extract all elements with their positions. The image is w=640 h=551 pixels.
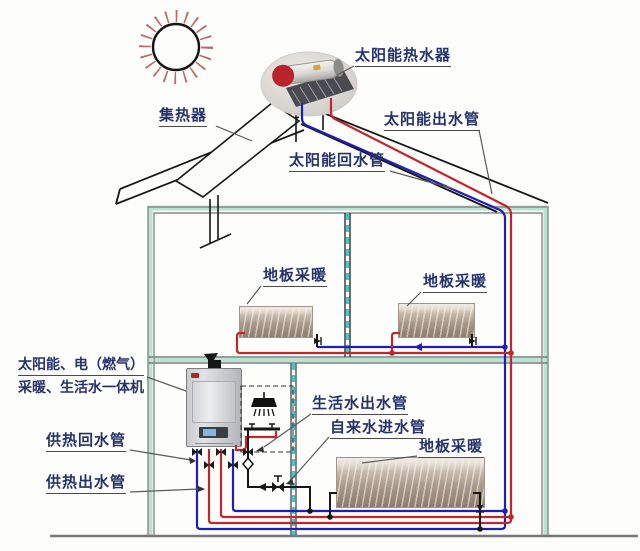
- label-heating-outlet-pipe: 供热出水管: [46, 474, 127, 494]
- junction-dots: [307, 344, 514, 532]
- solar-water-heater: [260, 51, 358, 142]
- solar-collector-panel: [174, 102, 301, 249]
- valve-icon-row1: [192, 448, 253, 456]
- storage-tank: [272, 59, 344, 87]
- leader-lines: [129, 65, 493, 493]
- mixer-knobs: [249, 423, 275, 429]
- label-solar-water-heater: 太阳能热水器: [355, 47, 452, 67]
- pipe-solar-outlet-main: [207, 98, 513, 525]
- diamond-valve-icon: [242, 456, 254, 472]
- shower-spray: [253, 408, 275, 417]
- label-combi-unit: 太阳能、电（燃气） 采暖、生活水一体机: [18, 356, 144, 396]
- pipe-midright-red-drop: [390, 331, 400, 353]
- label-domestic-hot-water-outlet: 生活水出水管: [312, 395, 409, 415]
- floor-heating-photo-mid-right: [398, 303, 475, 338]
- label-solar-outlet-pipe: 太阳能出水管: [384, 111, 481, 131]
- leader-arrows: [189, 446, 294, 492]
- boiler-vent: [195, 443, 233, 444]
- stub-ground-right: [473, 492, 481, 529]
- boiler-display: [199, 427, 228, 438]
- flow-arrow-blue: [414, 343, 422, 351]
- valves: [192, 337, 484, 513]
- pipe-solar-return-main: [195, 103, 507, 531]
- label-tap-water-inlet: 自来水进水管: [330, 419, 427, 439]
- label-solar-return-pipe: 太阳能回水管: [289, 152, 386, 172]
- label-heating-return-pipe: 供热回水管: [46, 432, 127, 452]
- label-combi-unit-line2: 采暖、生活水一体机: [18, 379, 144, 395]
- pipe-dhw-to-shower: [234, 431, 278, 452]
- valve-icon-row2: [204, 461, 238, 469]
- gate-valve-icon: [258, 475, 284, 492]
- pipe-heating-return-run: [219, 449, 511, 519]
- combi-boiler-unit: [186, 368, 242, 447]
- shower-enclosure: [240, 385, 294, 453]
- sun-icon: [139, 10, 213, 84]
- tap-flow-arrow: [258, 483, 266, 491]
- hot-supply-pipes: [207, 98, 513, 525]
- boiler-logo: [191, 373, 199, 378]
- boiler-front-panel: [192, 381, 236, 423]
- floor-heating-photo-ground: [336, 457, 485, 508]
- label-floor-heating-ground: 地板采暖: [419, 438, 484, 458]
- label-floor-heating-mid-left: 地板采暖: [263, 267, 328, 287]
- floor-heating-photo-mid-left: [239, 306, 313, 338]
- label-collector: 集热器: [159, 107, 208, 127]
- shower-icon: [240, 385, 294, 453]
- label-combi-unit-line1: 太阳能、电（燃气）: [18, 356, 144, 376]
- pipe-heating-supply-run: [231, 449, 505, 513]
- boiler-flue: [204, 353, 221, 368]
- pipe-tap-water: [247, 430, 311, 511]
- check-valves: [314, 337, 484, 513]
- cold-return-pipes: [195, 103, 507, 531]
- label-floor-heating-mid-right: 地板采暖: [423, 273, 488, 293]
- boiler-screen: [203, 429, 216, 436]
- collector-support-legs: [199, 195, 232, 249]
- stub-ground-left: [329, 492, 337, 517]
- pipe-midfloor-red-run: [235, 331, 511, 355]
- vacuum-tubes: [286, 71, 354, 107]
